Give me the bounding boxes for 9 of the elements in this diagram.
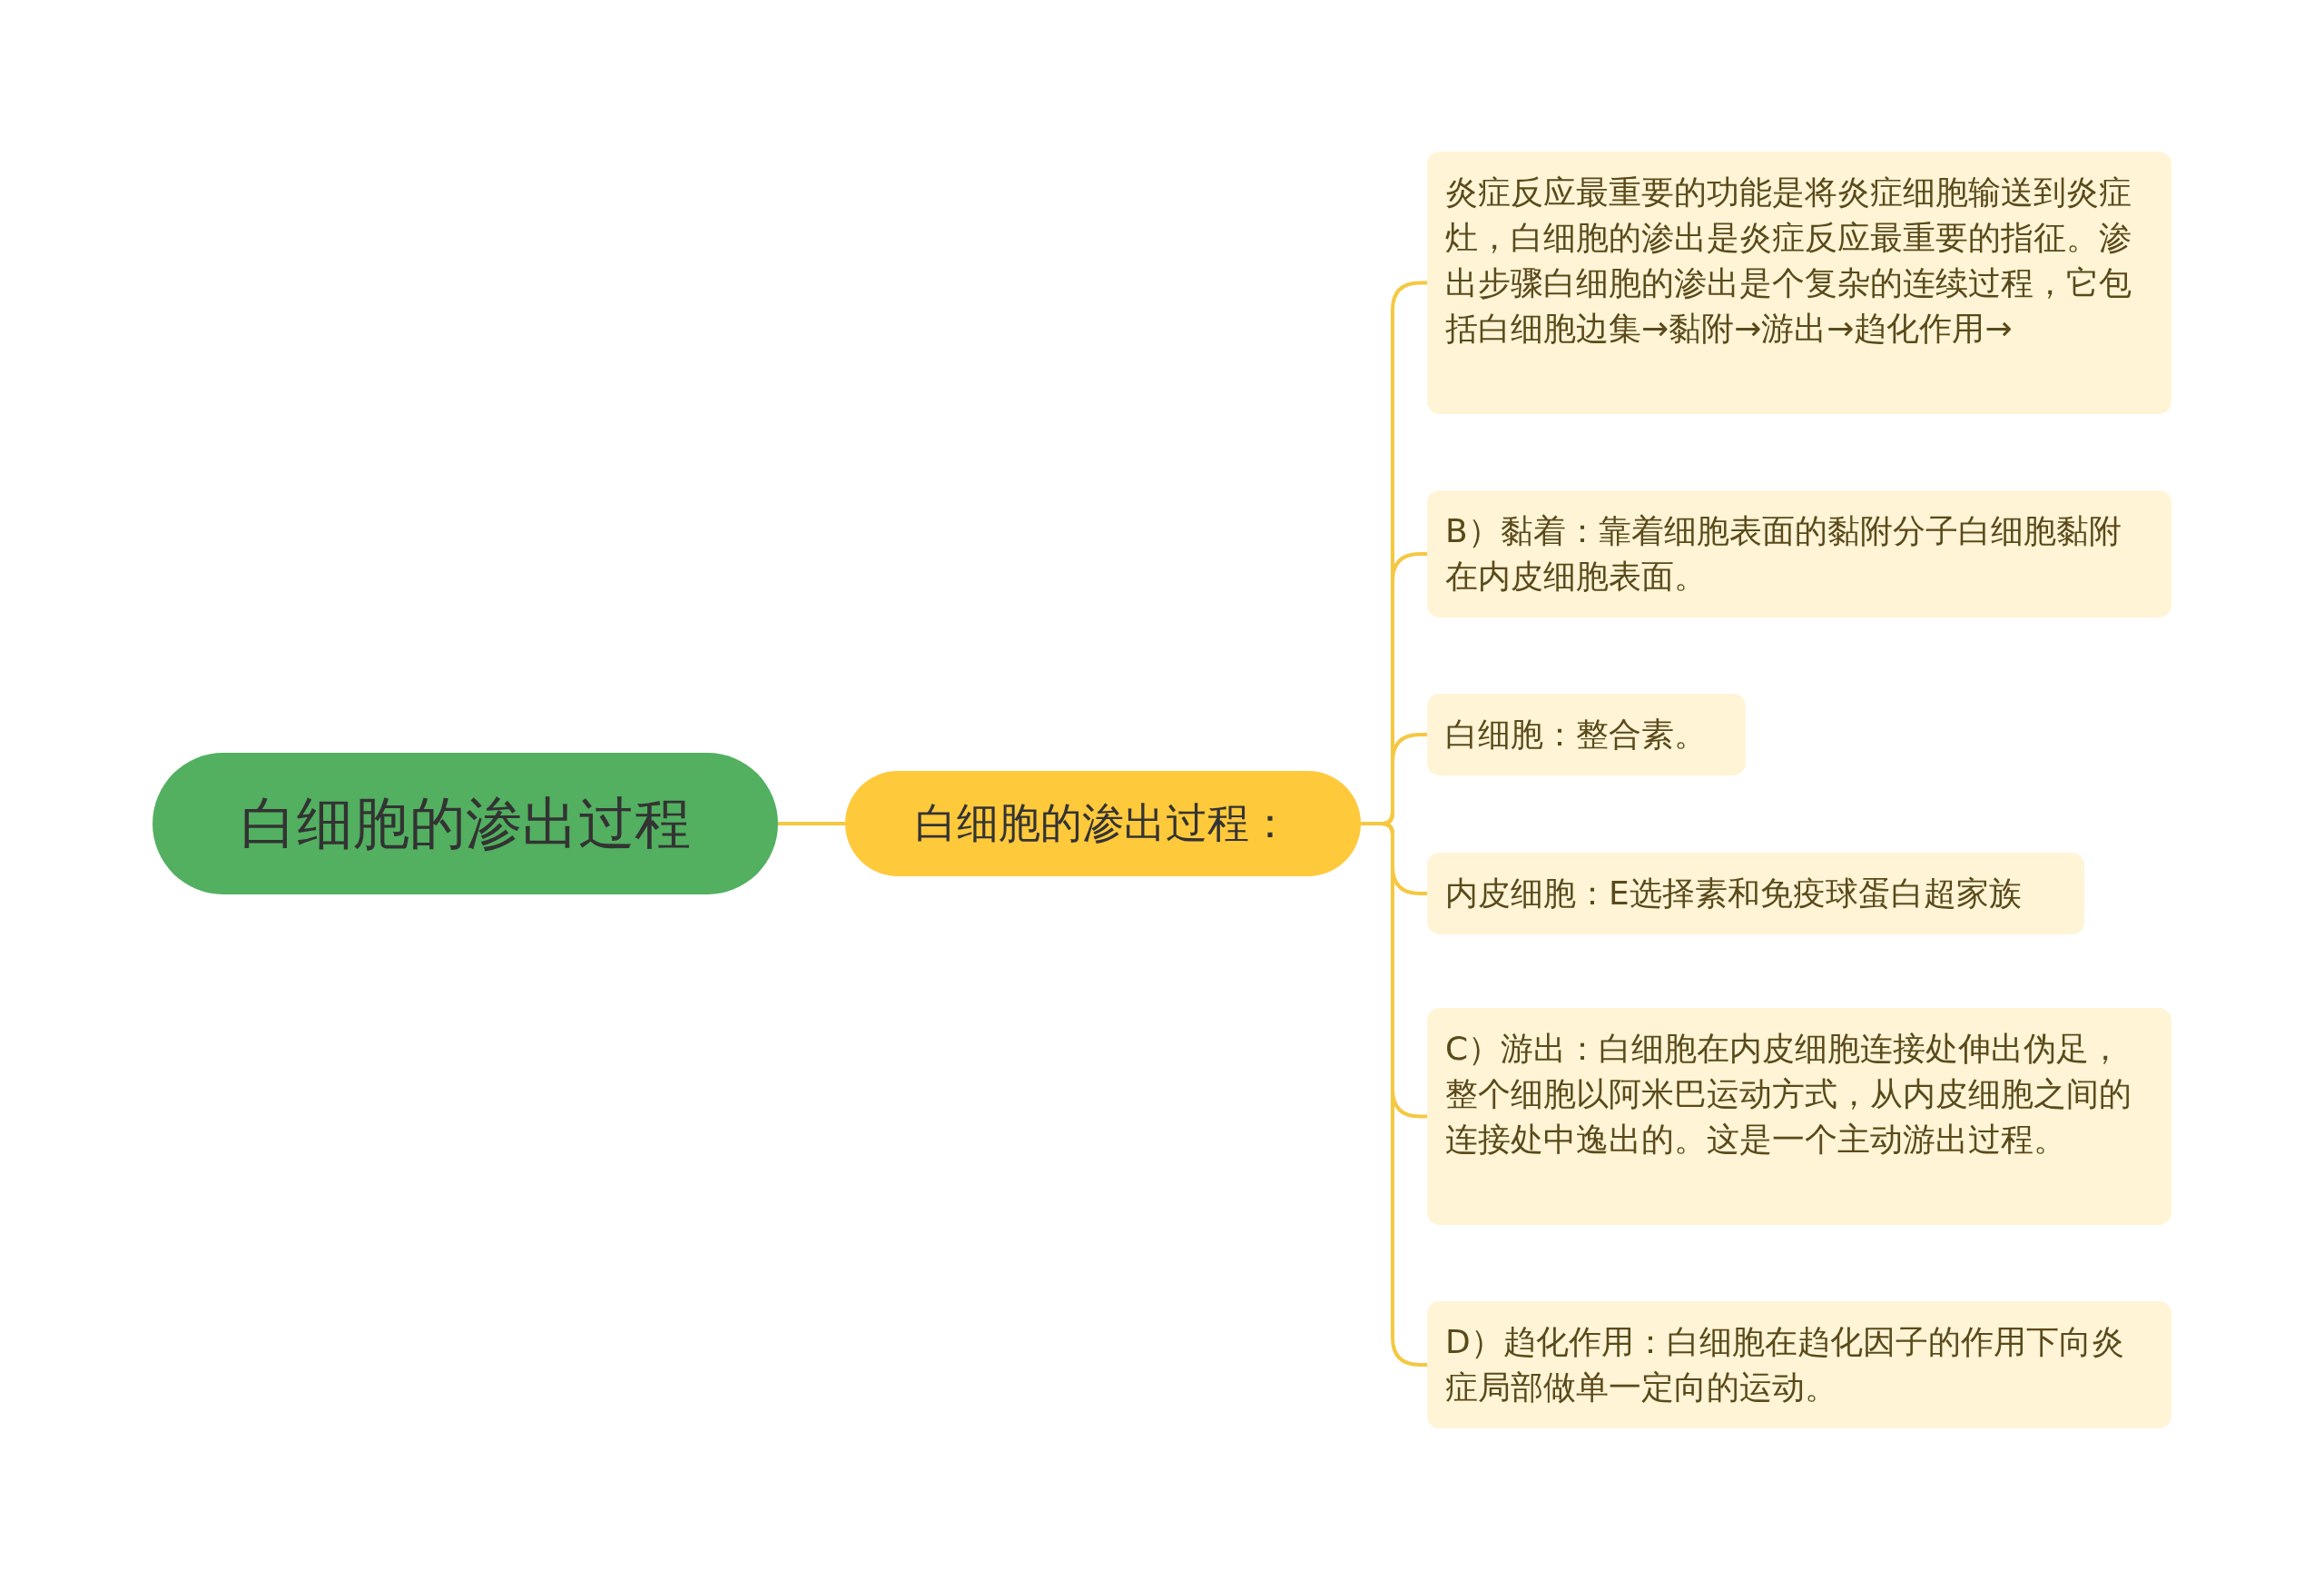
leaf-topic: 白细胞：整合素。 [1427,694,1746,775]
leaf-topic: 内皮细胞：E选择素和免疫球蛋白超家族 [1427,853,2084,934]
branch-topic: 白细胞的渗出过程： [845,771,1361,876]
root-topic: 白细胞的渗出过程 [153,753,778,894]
leaf-topic: 炎症反应最重要的功能是将炎症细胞输送到炎症灶，白细胞的渗出是炎症反应最重要的指征。渗出步骤白细胞的渗出是个复杂的连续过程，它包括白细胞边集→黏附→游出→趋化作用→ [1427,152,2171,414]
leaf-topic: D）趋化作用：白细胞在趋化因子的作用下向炎症局部做单一定向的运动。 [1427,1301,2171,1428]
leaf-topic: B）黏着：靠着细胞表面的黏附分子白细胞黏附在内皮细胞表面。 [1427,490,2171,617]
connector-line [778,822,845,825]
leaf-topic: C）游出：白细胞在内皮细胞连接处伸出伪足，整个细胞以阿米巴运动方式，从内皮细胞之间的连接处中逸出的。这是一个主动游出过程。 [1427,1008,2171,1225]
